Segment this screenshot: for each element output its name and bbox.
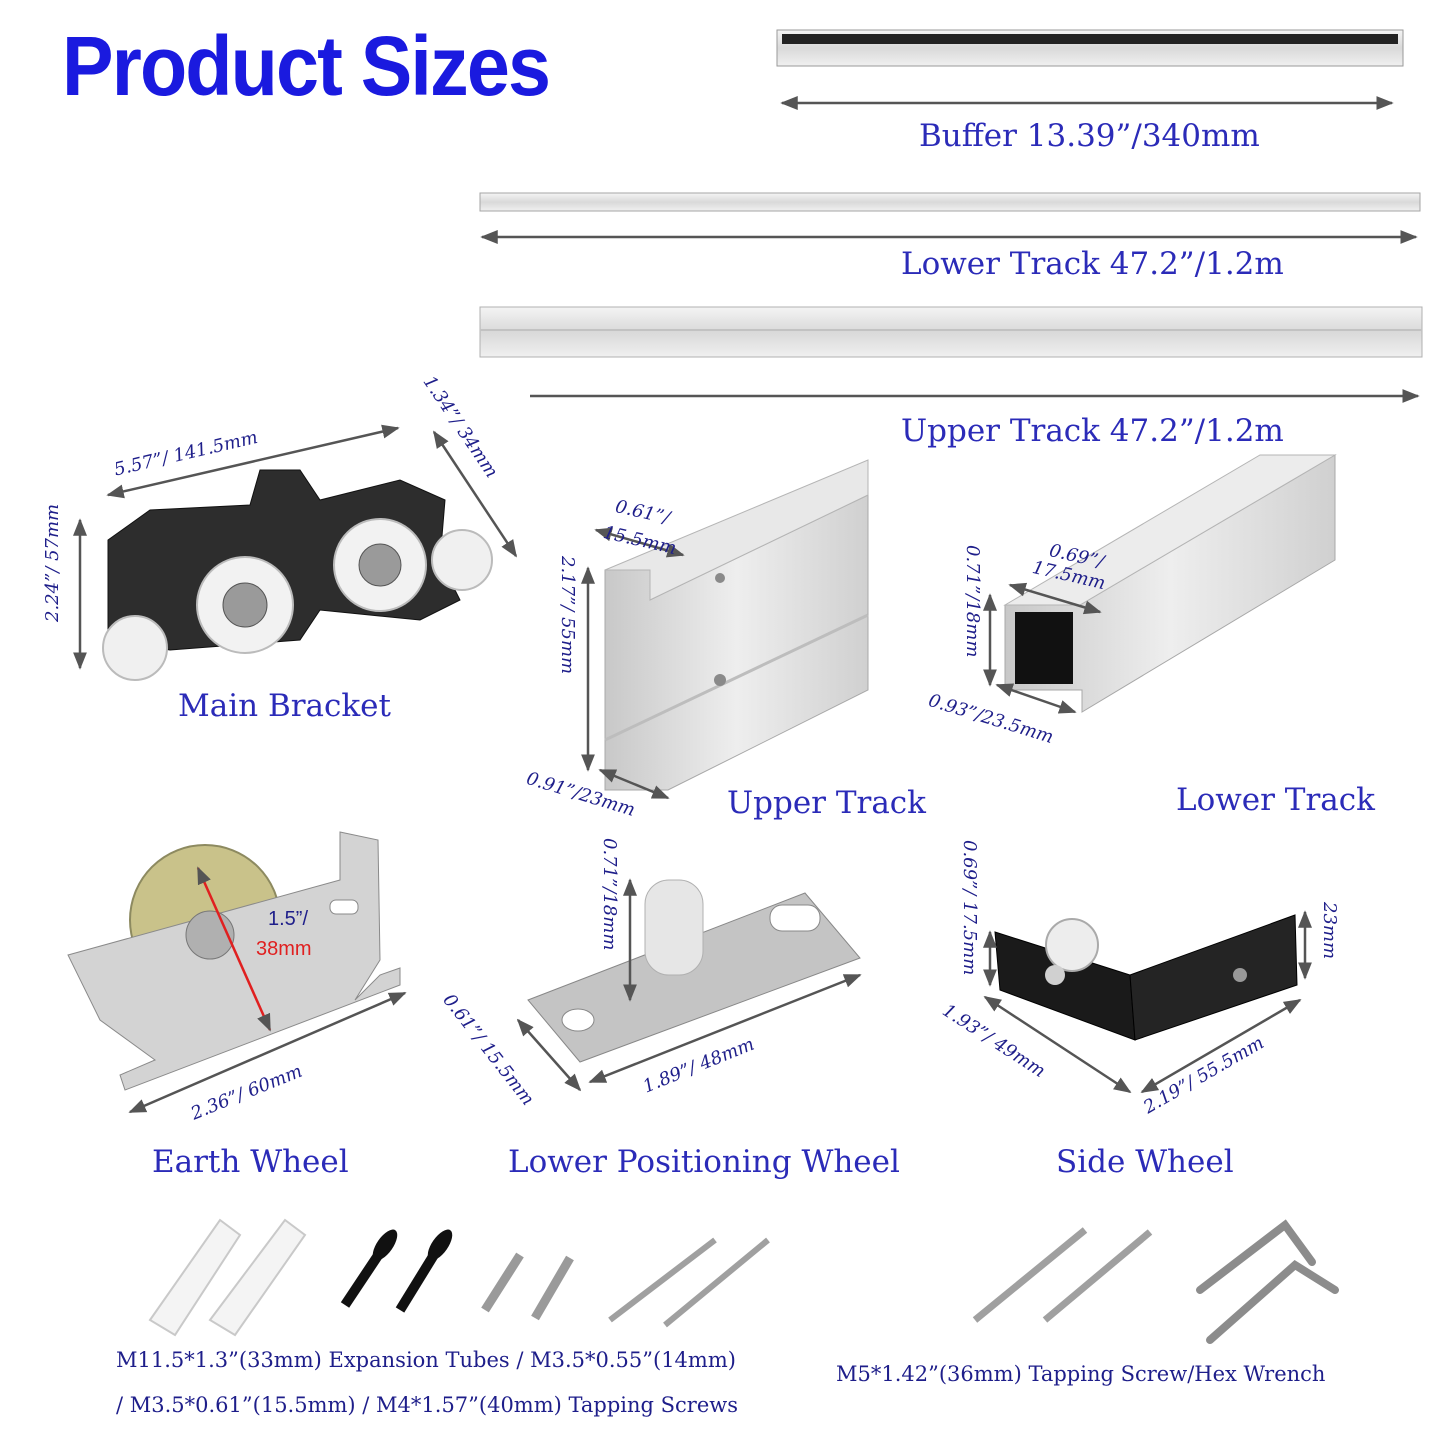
lower-track-label: Lower Track 47.2”/1.2m bbox=[901, 246, 1284, 282]
m5-screws-image bbox=[972, 1227, 1153, 1323]
lower-positioning-wheel-image bbox=[516, 878, 862, 1092]
expansion-tubes-image bbox=[148, 1218, 307, 1337]
earth-wheel-diameter-mm-dim: 38mm bbox=[256, 938, 312, 960]
side-wheel-image bbox=[983, 910, 1312, 1094]
positioning-height-dim: 0.71”/18mm bbox=[599, 838, 620, 951]
hardware-caption-right: M5*1.42”(36mm) Tapping Screw/Hex Wrench bbox=[836, 1362, 1326, 1386]
upper-profile-bottom-arrow bbox=[598, 768, 670, 800]
upper-track-profile-image bbox=[581, 459, 869, 800]
lower-profile-top-arrow bbox=[1008, 582, 1102, 615]
upper-profile-top-arrow bbox=[594, 527, 685, 558]
earth-wheel-length-arrow bbox=[128, 991, 407, 1114]
buffer-label: Buffer 13.39”/340mm bbox=[919, 118, 1260, 154]
hardware-caption-left-line1: M11.5*1.3”(33mm) Expansion Tubes / M3.5*… bbox=[116, 1348, 736, 1372]
upper-track-rail bbox=[479, 306, 1423, 403]
bracket-depth-arrow bbox=[432, 430, 518, 558]
black-screws-image bbox=[340, 1229, 453, 1313]
positioning-length-arrow bbox=[588, 973, 862, 1084]
lower-track-profile-image bbox=[983, 454, 1337, 714]
positioning-width-arrow bbox=[516, 1018, 582, 1092]
main-bracket-image bbox=[73, 424, 518, 681]
long-silver-screws-image bbox=[608, 1237, 770, 1328]
lower-track-rail bbox=[479, 192, 1421, 244]
bracket-length-arrow bbox=[106, 424, 400, 499]
lower-track-profile-label: Lower Track bbox=[1176, 782, 1375, 818]
short-silver-screws-image bbox=[481, 1252, 574, 1321]
lower-profile-bottom-arrow bbox=[995, 683, 1077, 714]
upper-track-label: Upper Track 47.2”/1.2m bbox=[901, 413, 1284, 449]
hardware-caption-left-line2: / M3.5*0.61”(15.5mm) / M4*1.57”(40mm) Ta… bbox=[116, 1393, 739, 1417]
earth-wheel-label: Earth Wheel bbox=[152, 1144, 349, 1180]
side-wheel-side-dim: 23mm bbox=[1319, 902, 1340, 960]
side-wheel-height-dim: 0.69”/ 17.5mm bbox=[959, 840, 980, 976]
side-wheel-depth-arrow bbox=[983, 995, 1132, 1094]
side-wheel-label: Side Wheel bbox=[1056, 1144, 1234, 1180]
main-bracket-label: Main Bracket bbox=[178, 688, 391, 724]
bracket-height-dim: 2.24”/ 57mm bbox=[42, 503, 63, 622]
lower-profile-height-dim: 0.71”/18mm bbox=[962, 545, 983, 658]
page-title: Product Sizes bbox=[62, 19, 551, 113]
upper-track-profile-label: Upper Track bbox=[727, 785, 926, 821]
upper-profile-height-dim: 2.17”/ 55mm bbox=[557, 556, 578, 675]
buffer-rail bbox=[776, 29, 1404, 110]
earth-wheel-diameter-dim: 1.5”/ bbox=[268, 908, 309, 930]
lower-positioning-wheel-label: Lower Positioning Wheel bbox=[508, 1144, 900, 1180]
hex-wrench-image bbox=[1196, 1219, 1339, 1344]
earth-wheel-image bbox=[67, 831, 407, 1114]
side-wheel-length-arrow bbox=[1140, 998, 1302, 1094]
